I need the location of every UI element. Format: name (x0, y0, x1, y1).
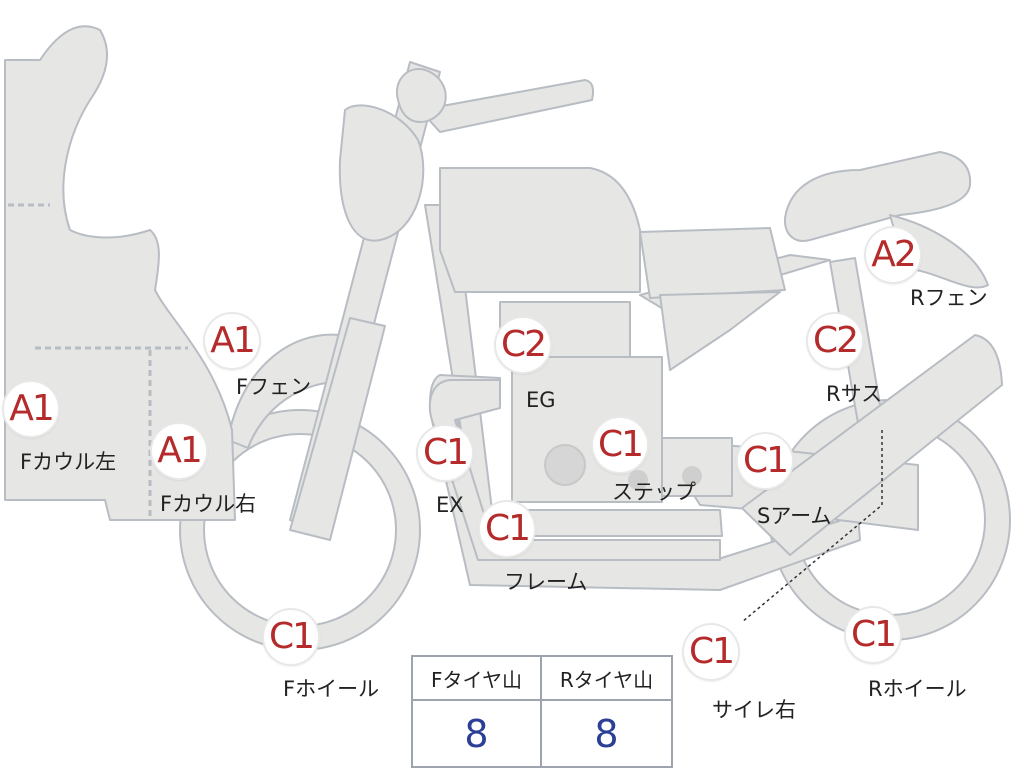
grade-badge-a1-ffender: A1 (205, 314, 259, 368)
front-tread-value: 8 (413, 701, 542, 766)
grade-badge-c1-swingarm: C1 (738, 434, 792, 488)
part-label-engine: EG (526, 388, 556, 412)
part-label-rsus: Rサス (826, 382, 883, 406)
tire-tread-table: Fタイヤ山 Rタイヤ山 8 8 (411, 655, 673, 768)
handlebar-shape (419, 79, 595, 133)
front-cowl-shape (4, 25, 236, 521)
grade-badge-c1-frame: C1 (480, 502, 534, 556)
rear-tread-value: 8 (594, 711, 619, 756)
grade-badge-a2-rfender: A2 (866, 228, 920, 282)
engine-cover-shape (544, 444, 586, 486)
part-label-fcowl-left: Fカウル左 (20, 450, 117, 474)
silencer-leader-line (741, 430, 883, 623)
cowl-seam-lines (8, 203, 188, 520)
part-label-step: ステップ (612, 480, 696, 504)
part-label-ffender: Fフェン (236, 375, 312, 399)
part-label-silencer: サイレ右 (712, 698, 796, 722)
part-label-fcowl-right: Fカウル右 (160, 492, 257, 516)
fork-tube-shape (289, 317, 386, 541)
grade-badge-c1-fwheel: C1 (264, 610, 318, 664)
fuel-tank-shape (439, 167, 641, 293)
rear-tread-header: Rタイヤ山 (542, 657, 671, 701)
front-tread-header: Fタイヤ山 (413, 657, 542, 701)
grade-badge-c2-engine: C2 (496, 318, 550, 372)
silencer-shape (741, 334, 1003, 556)
side-panel-shape (659, 291, 781, 371)
side-cover-shape (639, 227, 786, 299)
grade-badge-c1-exhaust: C1 (418, 426, 472, 480)
part-label-swingarm: Sアーム (757, 504, 832, 528)
grade-badge-c1-step: C1 (593, 418, 647, 472)
grade-badge-c1-rwheel: C1 (846, 608, 900, 662)
seat-shape (783, 151, 972, 242)
grade-badge-c2-rsus: C2 (808, 314, 862, 368)
grade-badge-a1-fcowl-right: A1 (152, 424, 206, 478)
crankcase-shape (661, 437, 733, 497)
grade-badge-c1-silencer: C1 (684, 625, 738, 679)
part-label-exhaust: EX (436, 493, 464, 517)
part-label-frame: フレーム (504, 570, 588, 594)
footpeg-shape (628, 466, 702, 490)
part-label-rwheel: Rホイール (868, 677, 967, 701)
headlight-shape (338, 104, 425, 242)
part-label-rfender: Rフェン (910, 286, 988, 310)
grade-badge-a1-fcowl-left: A1 (4, 382, 58, 436)
part-label-fwheel: Fホイール (283, 677, 380, 701)
mirror-shape (395, 67, 447, 123)
